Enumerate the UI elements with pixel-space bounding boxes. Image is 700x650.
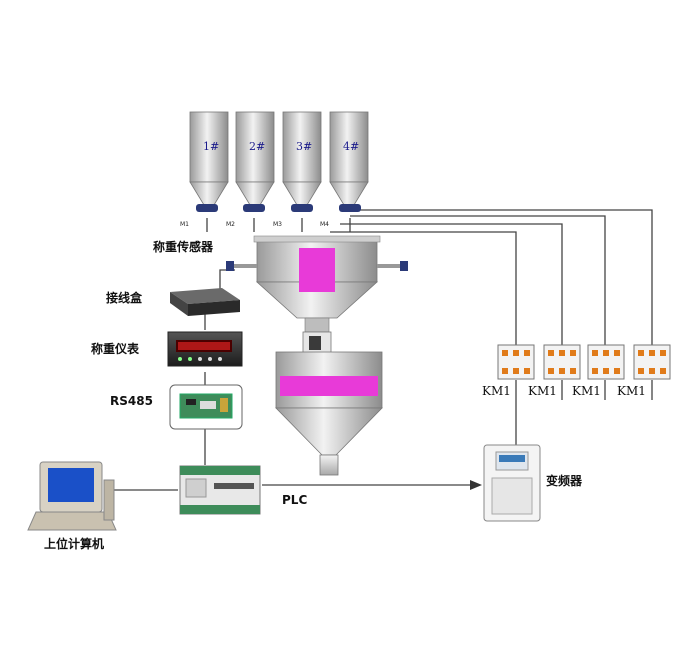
hopper-2-label: 2# <box>249 140 265 153</box>
contactor-2 <box>543 344 581 380</box>
weighing-hopper-material <box>299 248 335 292</box>
motor-3-label: M3 <box>273 221 282 228</box>
motor-4-label: M4 <box>320 221 329 228</box>
plc-to-inverter-arrow <box>470 480 482 490</box>
contactor-4-label: KM1 <box>617 384 646 398</box>
wiring <box>112 209 653 491</box>
rs485-module <box>169 384 243 430</box>
hopper-3 <box>282 111 322 212</box>
weighing-instrument <box>167 331 243 367</box>
contactor-2-label: KM1 <box>528 384 557 398</box>
junction-box <box>170 288 240 316</box>
weighing-hopper <box>226 235 408 355</box>
hopper-1 <box>189 111 229 212</box>
computer <box>27 461 117 531</box>
contactor-1-label: KM1 <box>482 384 511 398</box>
inverter <box>483 444 541 522</box>
inverter-label: 变频器 <box>546 473 583 488</box>
hopper-1-label: 1# <box>203 140 219 153</box>
weighing-instrument-label: 称重仪表 <box>91 341 140 356</box>
plc-label: PLC <box>282 493 307 507</box>
contactor-4 <box>633 344 671 380</box>
contactor-3 <box>587 344 625 380</box>
collection-hopper <box>275 351 383 476</box>
hopper-4 <box>329 111 369 212</box>
plc <box>179 465 261 515</box>
computer-label: 上位计算机 <box>44 536 104 551</box>
hopper-2 <box>235 111 275 212</box>
collection-hopper-material <box>280 376 378 396</box>
contactor-1 <box>497 344 535 380</box>
hopper-3-label: 3# <box>296 140 312 153</box>
motor-1-label: M1 <box>180 221 189 228</box>
motor-2-label: M2 <box>226 221 235 228</box>
load-cell-label: 称重传感器 <box>153 239 214 254</box>
junction-box-label: 接线盒 <box>106 290 143 305</box>
contactor-3-label: KM1 <box>572 384 601 398</box>
hopper-4-label: 4# <box>343 140 359 153</box>
rs485-label: RS485 <box>110 394 153 408</box>
